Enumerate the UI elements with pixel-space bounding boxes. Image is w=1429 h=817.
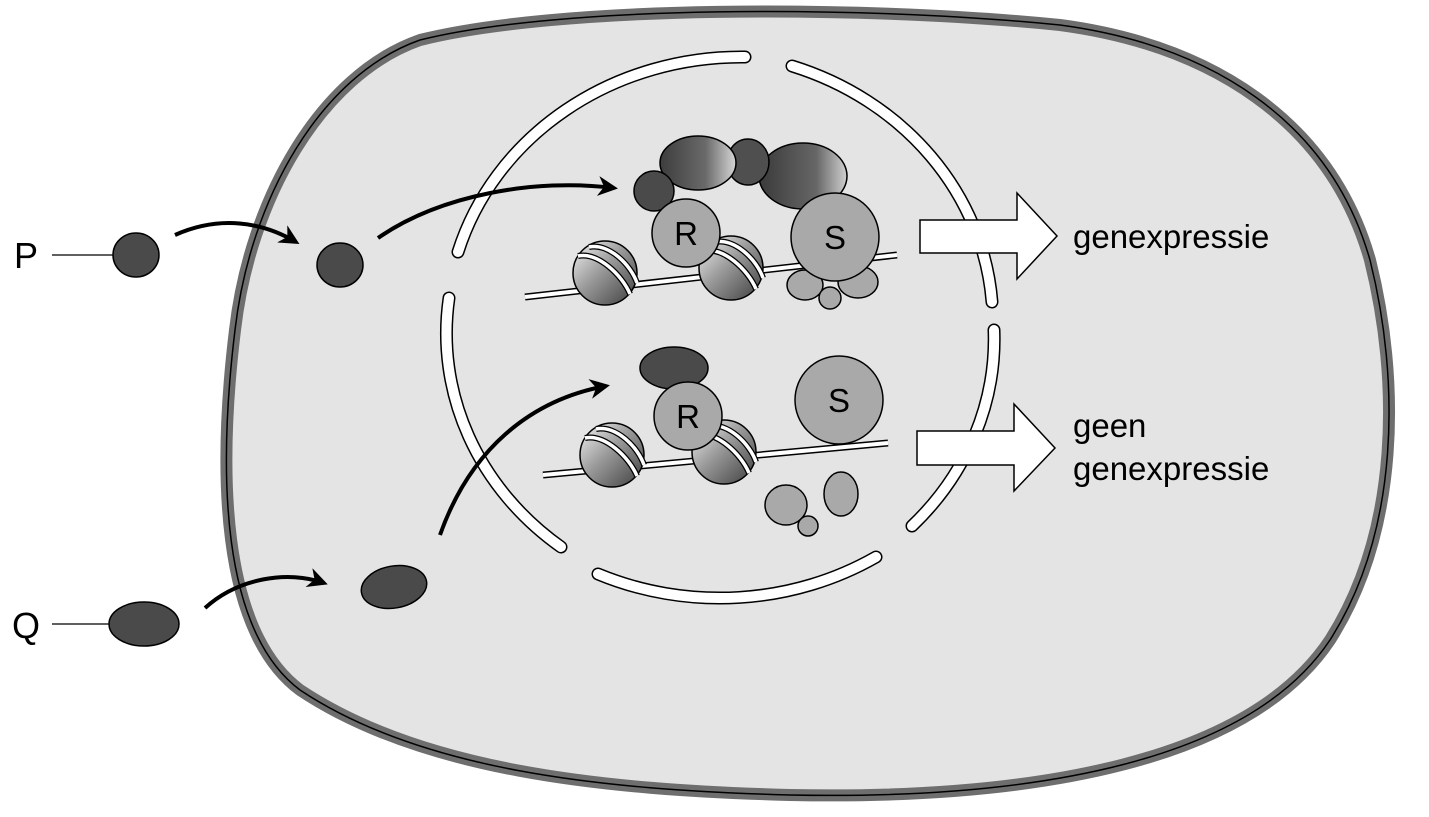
top-nucleosome-left [572, 240, 640, 306]
molecule-p-cytoplasm [316, 242, 364, 288]
top-complex: R S [524, 135, 898, 310]
arrow-expression [919, 191, 1059, 281]
protein-r-label: R [674, 215, 698, 252]
arrow-p-entry [174, 221, 300, 245]
top-protein-s: S [790, 192, 880, 282]
label-no-expression-line2: genexpressie [1073, 450, 1269, 487]
bottom-protein-r: R [653, 381, 723, 451]
molecule-q-outside [108, 601, 180, 647]
molecule-p-pathway [52, 176, 618, 288]
protein-r-label: R [676, 398, 700, 435]
bottom-free-machinery [764, 471, 859, 537]
label-q: Q [12, 605, 40, 646]
label-expression: genexpressie [1073, 218, 1269, 255]
bottom-nucleosome-left [579, 422, 647, 488]
label-p: P [14, 235, 38, 276]
cell-membrane-outline [225, 10, 1390, 797]
molecule-q-pathway [52, 379, 610, 647]
molecule-p-outside [112, 232, 160, 278]
molecule-q-cytoplasm [360, 564, 428, 610]
bottom-protein-s: S [794, 355, 884, 445]
top-transcription-machinery [786, 265, 879, 310]
arrow-p-to-nucleus [376, 176, 618, 240]
protein-s-label: S [824, 219, 846, 256]
arrow-no-expression [916, 402, 1057, 493]
top-coactivator-small [633, 170, 675, 212]
arrow-q-entry [203, 568, 328, 610]
protein-s-label: S [828, 382, 850, 419]
top-protein-r: R [651, 198, 721, 268]
label-no-expression-line1: geen [1073, 407, 1146, 444]
arrow-q-to-nucleus [438, 379, 610, 536]
top-coactivator-a [659, 135, 737, 191]
bottom-complex: R S [542, 346, 889, 537]
